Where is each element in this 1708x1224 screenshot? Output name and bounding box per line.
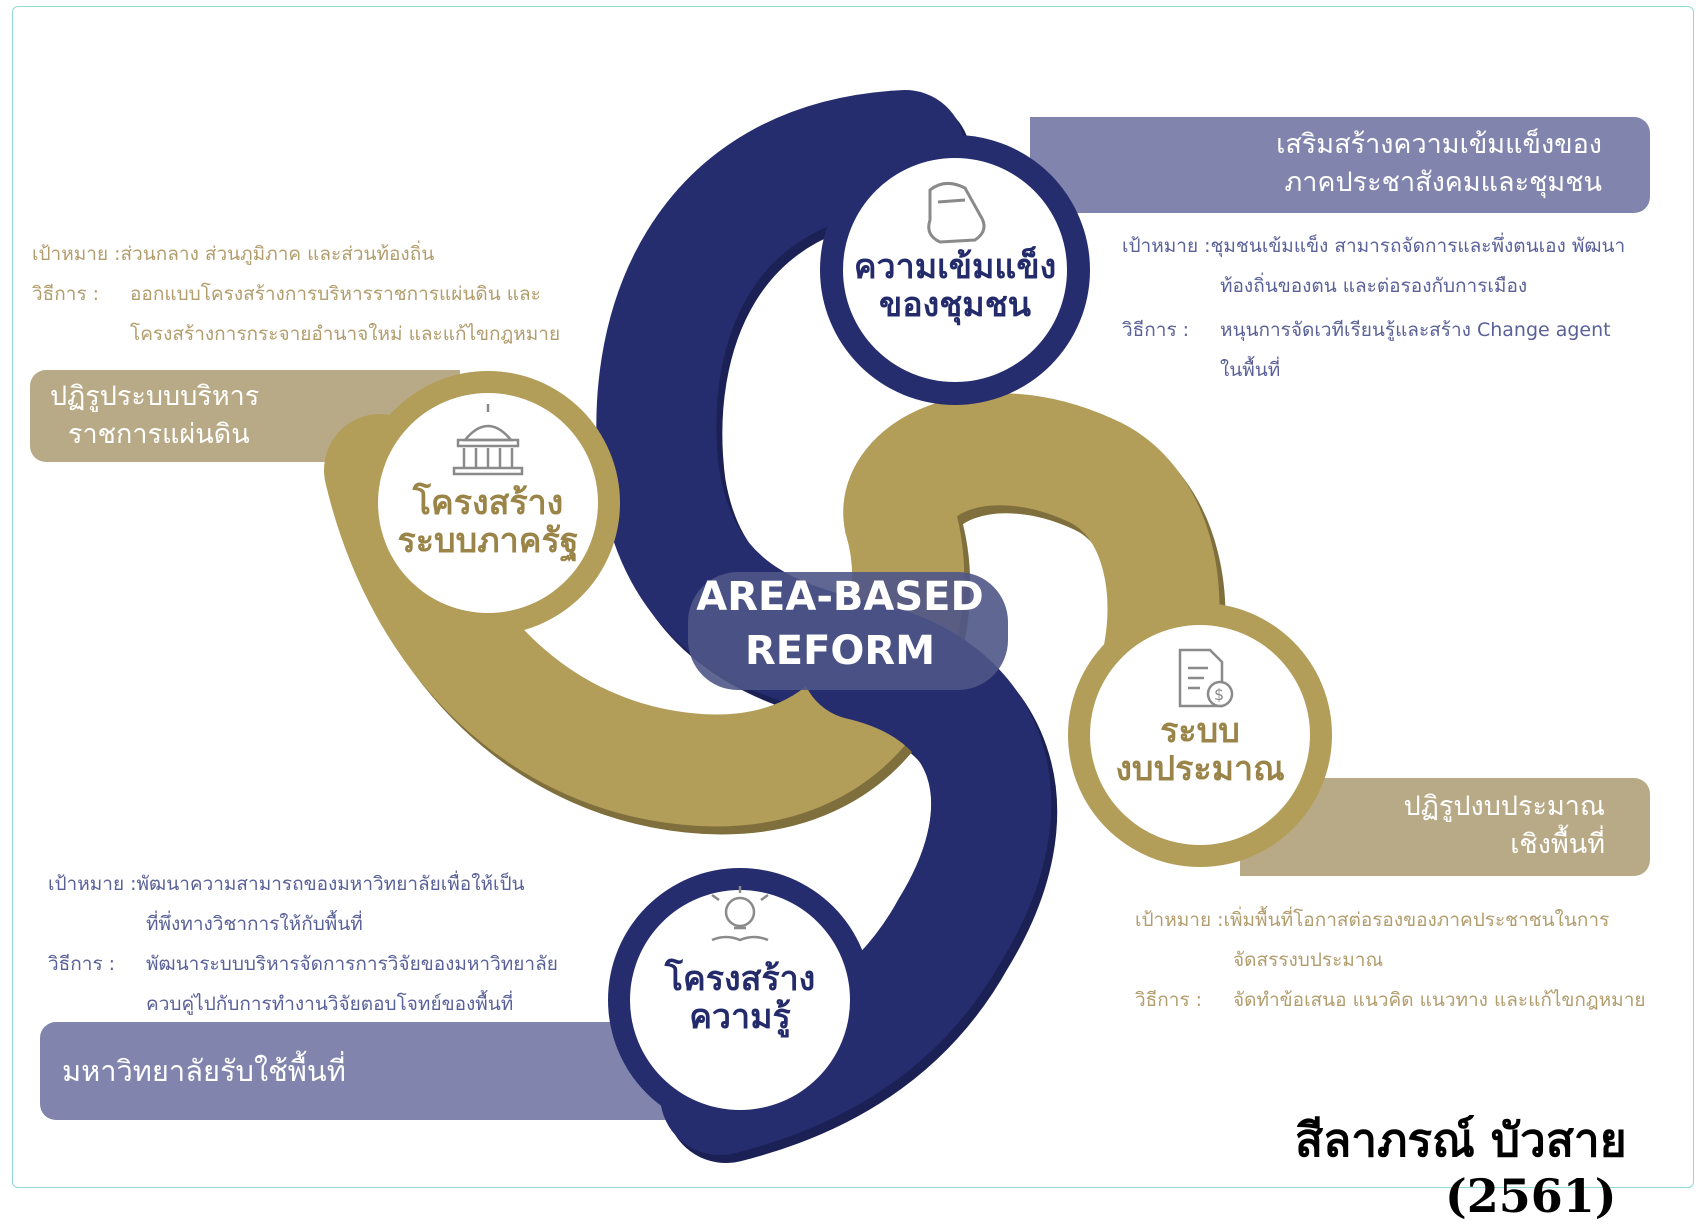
band-community-line2: ภาคประชาสังคมและชุมชน bbox=[1284, 167, 1602, 198]
circle-budget-line2: งบประมาณ bbox=[1115, 749, 1285, 789]
goal-line1: ชุมชนเข้มแข็ง สามารถจัดการและพึ่งตนเอง พ… bbox=[1210, 235, 1626, 257]
budget-document-icon: $ bbox=[1178, 648, 1234, 708]
band-knowledge: มหาวิทยาลัยรับใช้พื้นที่ bbox=[40, 1022, 680, 1120]
author-year: (2561) bbox=[1445, 1169, 1617, 1223]
band-state-line2: ราชการแผ่นดิน bbox=[68, 419, 250, 450]
circle-community-line2: ของชุมชน bbox=[878, 285, 1032, 325]
government-building-icon bbox=[452, 404, 524, 476]
method-line1: ออกแบบโครงสร้างการบริหารราชการแผ่นดิน แล… bbox=[130, 283, 541, 305]
author-citation: สีลาภรณ์ บัวสาย (2561) bbox=[1295, 1112, 1627, 1224]
goal-line1: พัฒนาความสามารถของมหาวิทยาลัยเพื่อให้เป็… bbox=[136, 873, 525, 895]
band-budget-line2: เชิงพื้นที่ bbox=[1510, 829, 1605, 860]
diagram-canvas: เสริมสร้างความเข้มแข็งของ ภาคประชาสังคมแ… bbox=[12, 6, 1694, 1223]
circle-budget-label: ระบบ งบประมาณ bbox=[1090, 712, 1310, 788]
goal-line2: ท้องถิ่นของตน และต่อรองกับการเมือง bbox=[1220, 275, 1528, 297]
center-badge bbox=[688, 572, 1008, 690]
method-label: วิธีการ : bbox=[1135, 989, 1203, 1011]
desc-budget: เป้าหมาย : เพิ่มพื้นที่โอกาสต่อรองของภาค… bbox=[1135, 900, 1646, 1020]
method-line2: ควบคู่ไปกับการทำงานวิจัยตอบโจทย์ของพื้นท… bbox=[146, 993, 514, 1015]
circle-knowledge bbox=[630, 890, 850, 1110]
svg-text:$: $ bbox=[1214, 685, 1224, 704]
goal-label: เป้าหมาย : bbox=[32, 243, 121, 265]
fist-icon bbox=[927, 182, 986, 244]
circle-state-line1: โครงสร้าง bbox=[412, 483, 564, 523]
band-community-line1: เสริมสร้างความเข้มแข็งของ bbox=[1276, 129, 1602, 160]
circle-community-label: ความเข้มแข็ง ของชุมชน bbox=[845, 248, 1065, 324]
desc-state: เป้าหมาย : ส่วนกลาง ส่วนภูมิภาค และส่วนท… bbox=[32, 234, 560, 354]
band-state-line1: ปฏิรูประบบบริหาร bbox=[50, 381, 260, 412]
goal-line1: เพิ่มพื้นที่โอกาสต่อรองของภาคประชาชนในกา… bbox=[1223, 909, 1610, 931]
circle-knowledge-line1: โครงสร้าง bbox=[664, 959, 816, 999]
band-community: เสริมสร้างความเข้มแข็งของ ภาคประชาสังคมแ… bbox=[1030, 117, 1650, 213]
method-label: วิธีการ : bbox=[1122, 319, 1190, 341]
method-line1: พัฒนาระบบบริหารจัดการการวิจัยของมหาวิทยา… bbox=[146, 953, 558, 975]
goal-label: เป้าหมาย : bbox=[1122, 235, 1211, 257]
method-line2: โครงสร้างการกระจายอำนาจใหม่ และแก้ไขกฎหม… bbox=[130, 323, 561, 345]
circle-state bbox=[378, 393, 598, 613]
goal-line2: ที่พึ่งทางวิชาการให้กับพื้นที่ bbox=[146, 913, 363, 935]
frame-border bbox=[12, 6, 1694, 1188]
circle-state-label: โครงสร้าง ระบบภาครัฐ bbox=[378, 484, 598, 560]
center-line1: AREA-BASED bbox=[696, 574, 984, 620]
center-line2: REFORM bbox=[744, 628, 936, 674]
circle-budget bbox=[1090, 625, 1310, 845]
circle-state-line2: ระบบภาครัฐ bbox=[397, 521, 579, 561]
desc-community: เป้าหมาย : ชุมชนเข้มแข็ง สามารถจัดการและ… bbox=[1122, 226, 1625, 390]
band-knowledge-line1: มหาวิทยาลัยรับใช้พื้นที่ bbox=[62, 1054, 346, 1088]
desc-knowledge: เป้าหมาย : พัฒนาความสามารถของมหาวิทยาลัย… bbox=[48, 864, 558, 1024]
goal-line1: ส่วนกลาง ส่วนภูมิภาค และส่วนท้องถิ่น bbox=[120, 243, 435, 265]
circle-knowledge-label: โครงสร้าง ความรู้ bbox=[630, 960, 850, 1036]
circle-community-line1: ความเข้มแข็ง bbox=[853, 247, 1057, 287]
center-title: AREA-BASED REFORM bbox=[660, 570, 1020, 678]
circle-knowledge-line2: ความรู้ bbox=[689, 997, 791, 1037]
method-label: วิธีการ : bbox=[32, 283, 100, 305]
author-name: สีลาภรณ์ บัวสาย bbox=[1295, 1113, 1627, 1167]
goal-line2: จัดสรรงบประมาณ bbox=[1233, 949, 1384, 971]
circle-budget-line1: ระบบ bbox=[1160, 711, 1240, 751]
lightbulb-book-icon bbox=[711, 886, 769, 942]
goal-label: เป้าหมาย : bbox=[48, 873, 137, 895]
method-line1: จัดทำข้อเสนอ แนวคิด แนวทาง และแก้ไขกฎหมา… bbox=[1233, 989, 1646, 1011]
method-line2: ในพื้นที่ bbox=[1220, 359, 1281, 381]
goal-label: เป้าหมาย : bbox=[1135, 909, 1224, 931]
swirl-graphic: $ bbox=[324, 90, 1332, 1163]
method-line1: หนุนการจัดเวทีเรียนรู้และสร้าง Change ag… bbox=[1220, 319, 1611, 341]
band-budget-line1: ปฏิรูปงบประมาณ bbox=[1403, 791, 1605, 822]
circle-community bbox=[843, 158, 1067, 382]
navy-arm-overlay bbox=[800, 600, 1052, 990]
method-label: วิธีการ : bbox=[48, 953, 116, 975]
